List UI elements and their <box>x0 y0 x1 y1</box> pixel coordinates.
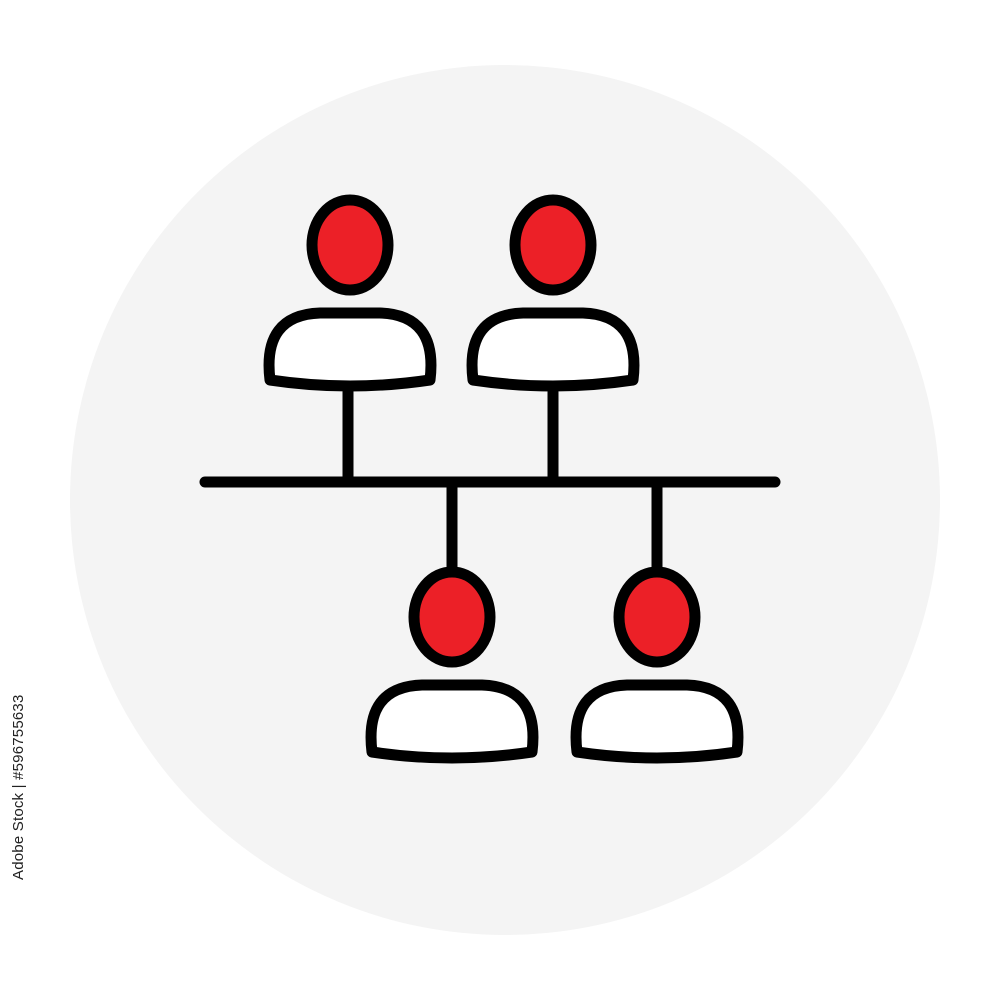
person-head <box>408 566 496 668</box>
person-body <box>365 679 539 764</box>
person-head <box>509 194 597 296</box>
background-circle <box>70 65 940 935</box>
person-head <box>613 566 701 668</box>
person-body <box>263 307 437 392</box>
person-bottom-right <box>570 566 744 764</box>
person-top-right <box>466 194 640 392</box>
person-top-left <box>263 194 437 392</box>
connector-lines <box>199 386 781 584</box>
person-body <box>570 679 744 764</box>
person-body <box>466 307 640 392</box>
person-bottom-left <box>365 566 539 764</box>
person-head <box>306 194 394 296</box>
stock-id-label: Adobe Stock | #596755633 <box>10 694 27 880</box>
